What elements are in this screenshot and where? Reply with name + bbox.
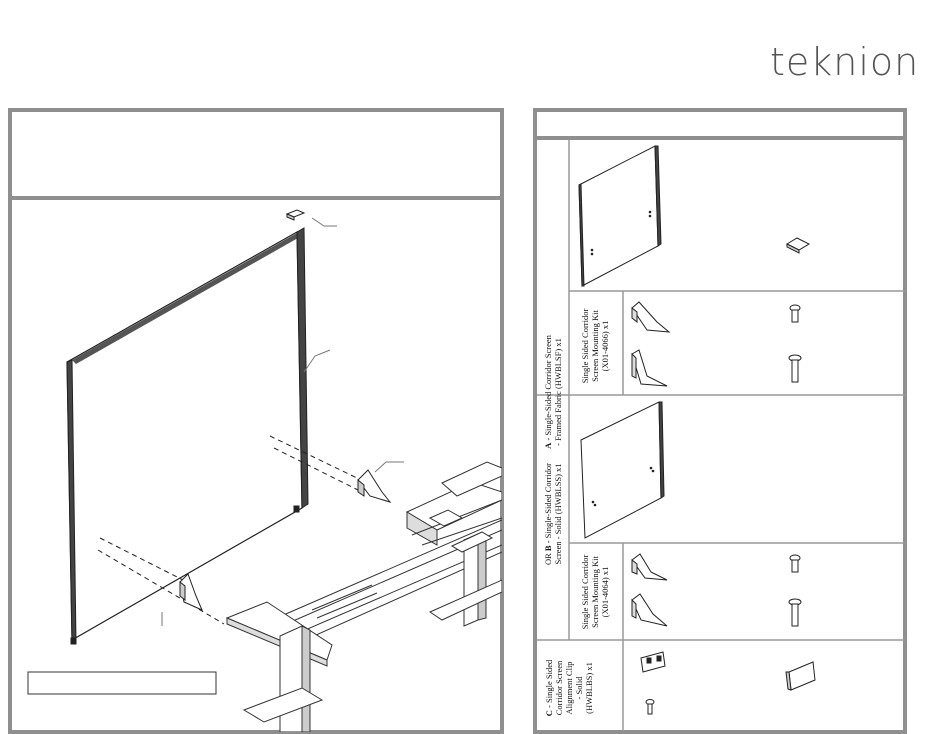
- part-b-label: OR B - Single-Sided Corridor Screen - So…: [543, 462, 563, 566]
- kit-a-screw-long-icon: [788, 354, 802, 383]
- kit-a-screw-short-icon: [789, 304, 801, 323]
- part-a-label: A - Single-Sided Corridor Screen - Frame…: [543, 335, 563, 449]
- parts-table: [537, 140, 905, 732]
- alignment-cap-icon: [785, 237, 811, 254]
- caption-box: [27, 671, 217, 695]
- solid-alignment-block-icon: [785, 661, 816, 691]
- corridor-screen-drawing: [66, 209, 337, 645]
- assembly-illustration: [27, 209, 502, 732]
- kit-b-bracket-2: [631, 593, 668, 627]
- teknion-logo: teknion: [770, 40, 920, 84]
- mounting-bracket-right: [357, 461, 404, 503]
- kit-b-screw-long-icon: [788, 598, 802, 627]
- kit-a-bracket-1: [631, 301, 671, 333]
- kit-b-screw-short-icon: [789, 554, 801, 573]
- screen-a-drawing: [578, 145, 662, 287]
- screen-b-drawing: [580, 401, 665, 539]
- assembly-drawing-panel: [8, 196, 504, 734]
- left-header-box: [8, 108, 504, 200]
- parts-table-grid: [537, 140, 905, 732]
- fastener-guide-lines: [97, 435, 363, 625]
- part-c-label: C - Single Sided Corridor Screen Alignme…: [544, 659, 594, 717]
- parts-list-panel: A - Single-Sided Corridor Screen - Frame…: [533, 136, 907, 734]
- mounting-bracket-left: [161, 573, 203, 626]
- part-b-kit-label: Single Sided Corridor Screen Mounting Ki…: [580, 554, 610, 630]
- kit-a-bracket-2: [631, 349, 668, 387]
- alignment-clip-icon: [640, 651, 666, 673]
- kit-b-bracket-1: [631, 553, 668, 581]
- clip-screw-icon: [645, 699, 655, 715]
- desk-frame-drawing: [225, 461, 502, 732]
- part-a-kit-label: Single Sided Corridor Screen Mounting Ki…: [580, 308, 610, 384]
